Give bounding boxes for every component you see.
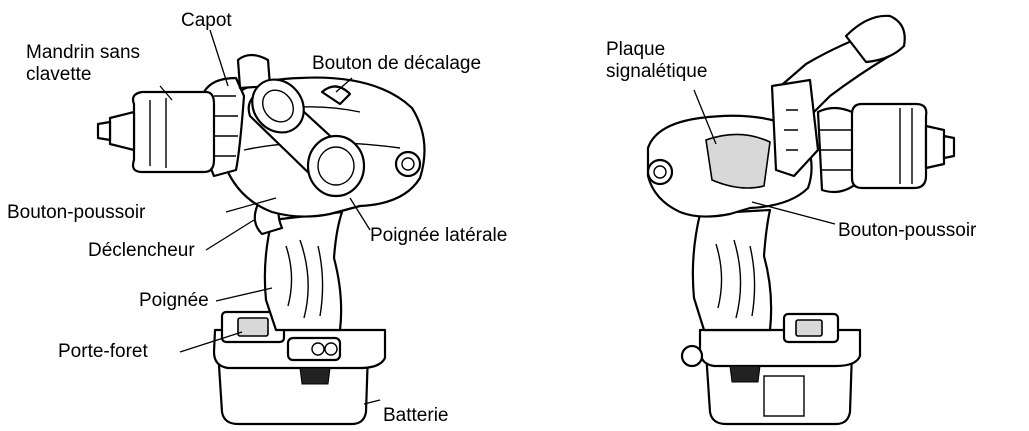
label-mandrin-sans-clavette: Mandrin sans clavette <box>26 42 140 86</box>
label-bouton-de-decalage: Bouton de décalage <box>312 53 481 75</box>
label-bouton-poussoir-right: Bouton-poussoir <box>838 220 976 242</box>
label-batterie: Batterie <box>383 405 448 427</box>
label-declencheur: Déclencheur <box>88 240 195 262</box>
label-capot: Capot <box>181 10 232 32</box>
right-chuck <box>852 104 926 188</box>
label-bouton-poussoir-left: Bouton-poussoir <box>7 202 145 224</box>
right-handle <box>693 210 771 330</box>
label-plaque-signaletique: Plaque signalétique <box>606 39 707 83</box>
left-chuck <box>133 92 214 172</box>
label-porte-foret: Porte-foret <box>58 341 148 363</box>
label-poignee-laterale: Poignée latérale <box>370 225 507 247</box>
label-poignee: Poignée <box>139 290 209 312</box>
